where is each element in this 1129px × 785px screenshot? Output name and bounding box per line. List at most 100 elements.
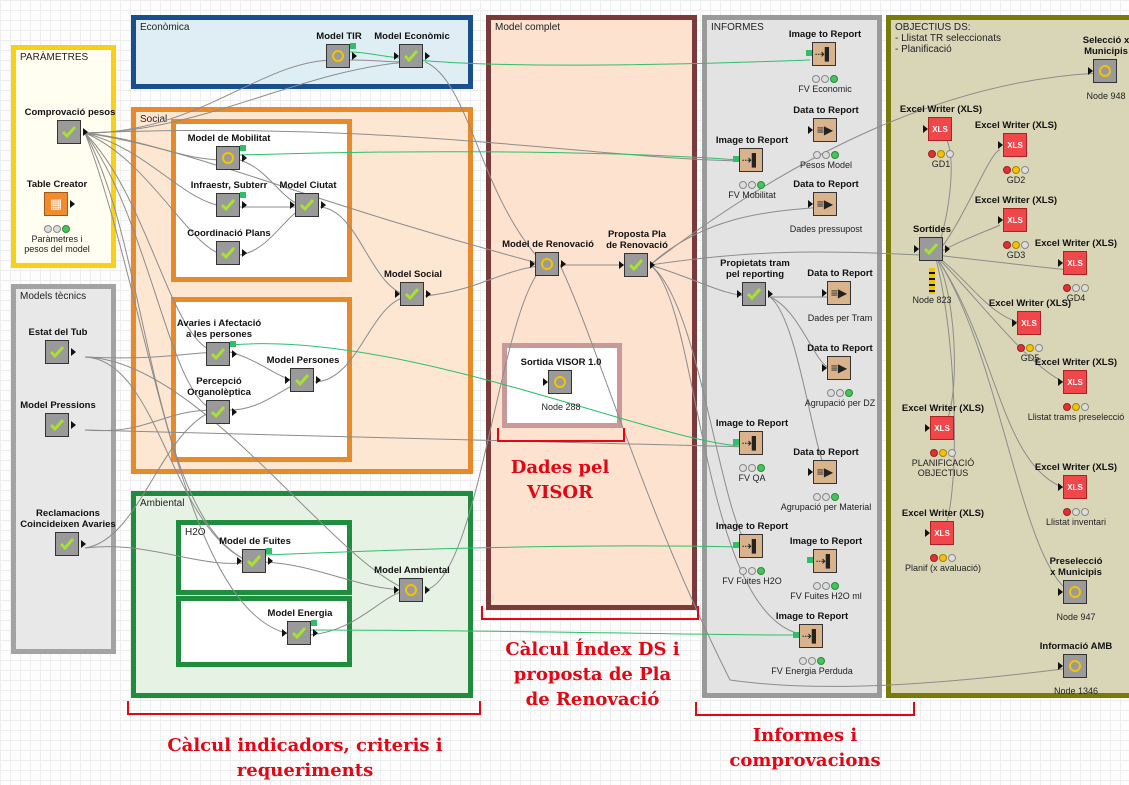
node-excel-planificacio[interactable]: Excel Writer (XLS) XLS PLANIFICACIÓ OBJE…	[883, 403, 1003, 478]
node-annotation: GD1	[931, 159, 951, 169]
node-model-economic[interactable]: Model Econòmic	[352, 31, 472, 75]
component-icon[interactable]	[1063, 580, 1087, 604]
metanode-icon[interactable]	[624, 253, 648, 277]
excel-writer-icon[interactable]: XLS	[930, 521, 954, 545]
node-label: Image to Report	[715, 418, 789, 429]
node-image-fv-economic[interactable]: Image to Report ⇢▌ FV Economic	[765, 29, 885, 94]
node-infraestr[interactable]: Infraestr, Subterr	[169, 180, 289, 224]
node-model-ciutat[interactable]: Model Ciutat	[248, 180, 368, 224]
excel-writer-icon[interactable]: XLS	[1003, 133, 1027, 157]
metanode-icon[interactable]	[919, 237, 943, 261]
node-model-pressions[interactable]: Model Pressions	[0, 400, 118, 444]
node-model-mobilitat[interactable]: Model de Mobilitat	[169, 133, 289, 177]
node-excel-preseleccio[interactable]: Excel Writer (XLS) XLS Llistat trams pre…	[1016, 357, 1129, 422]
report-icon[interactable]: ≡▶	[813, 118, 837, 142]
metanode-icon[interactable]	[742, 282, 766, 306]
metanode-icon[interactable]	[206, 400, 230, 424]
node-sortides[interactable]: Sortides Node 823	[872, 224, 992, 305]
component-icon[interactable]	[216, 146, 240, 170]
node-annotation: Node 823	[912, 295, 952, 305]
node-reclamacions[interactable]: Reclamacions Coincideixen Avaries	[8, 508, 128, 563]
component-icon[interactable]	[548, 370, 572, 394]
node-proposta-pla[interactable]: Proposta Pla de Renovació	[577, 229, 697, 284]
node-data-material[interactable]: Data to Report ≡▶ Agrupació per Material	[766, 447, 886, 512]
component-icon[interactable]	[326, 44, 350, 68]
node-image-fuites-ml[interactable]: Image to Report ⇢▌ FV Fuites H2O ml	[766, 536, 886, 601]
excel-writer-icon[interactable]: XLS	[928, 117, 952, 141]
excel-writer-icon[interactable]: XLS	[1063, 370, 1087, 394]
component-icon[interactable]	[535, 252, 559, 276]
node-model-renovacio[interactable]: Model de Renovació	[488, 239, 608, 283]
node-table-creator[interactable]: Table Creator ▦ Paràmetres i pesos del m…	[0, 179, 117, 254]
metanode-icon[interactable]	[242, 549, 266, 573]
node-propietats-tram[interactable]: Propietats tram pel reporting	[695, 258, 815, 313]
component-icon[interactable]	[1063, 654, 1087, 678]
excel-writer-icon[interactable]: XLS	[1017, 311, 1041, 335]
metanode-icon[interactable]	[295, 193, 319, 217]
node-estat-tub[interactable]: Estat del Tub	[0, 327, 118, 371]
node-annotation: GD3	[1006, 250, 1026, 260]
node-image-fv-mobilitat[interactable]: Image to Report ⇢▌ FV Mobilitat	[692, 135, 812, 200]
node-model-energia[interactable]: Model Energia	[240, 608, 360, 652]
metanode-icon[interactable]	[55, 532, 79, 556]
metanode-icon[interactable]	[400, 282, 424, 306]
node-excel-planif-avaluacio[interactable]: Excel Writer (XLS) XLS Planif (x avaluac…	[883, 508, 1003, 573]
component-icon[interactable]	[1093, 59, 1117, 83]
node-avaries[interactable]: Avaries i Afectació a les persones	[159, 318, 279, 373]
node-excel-gd5[interactable]: Excel Writer (XLS) XLS GD5	[970, 298, 1090, 363]
node-image-fuites-h2o[interactable]: Image to Report ⇢▌ FV Fuites H2O	[692, 521, 812, 586]
node-informacio-amb[interactable]: Informació AMB Node 1346	[1016, 641, 1129, 696]
node-data-tram[interactable]: Data to Report ≡▶ Dades per Tram	[780, 268, 900, 323]
metanode-icon[interactable]	[216, 193, 240, 217]
node-data-pressupost[interactable]: Data to Report ≡▶ Dades pressupost	[766, 179, 886, 234]
report-icon[interactable]: ⇢▌	[799, 624, 823, 648]
excel-writer-icon[interactable]: XLS	[1063, 475, 1087, 499]
node-annotation: GD5	[1020, 353, 1040, 363]
report-icon[interactable]: ≡▶	[813, 192, 837, 216]
node-excel-gd1[interactable]: Excel Writer (XLS) XLS GD1	[881, 104, 1001, 169]
metanode-icon[interactable]	[287, 621, 311, 645]
report-icon[interactable]: ⇢▌	[812, 42, 836, 66]
node-excel-inventari[interactable]: Excel Writer (XLS) XLS Llistat inventari	[1016, 462, 1129, 527]
report-icon[interactable]: ⇢▌	[813, 549, 837, 573]
excel-writer-icon[interactable]: XLS	[1003, 208, 1027, 232]
node-image-energia[interactable]: Image to Report ⇢▌ FV Energia Perduda	[752, 611, 872, 676]
node-annotation: Paràmetres i pesos del model	[24, 234, 90, 254]
metanode-icon[interactable]	[45, 340, 69, 364]
node-data-dz[interactable]: Data to Report ≡▶ Agrupació per DZ	[780, 343, 900, 408]
node-model-social[interactable]: Model Social	[353, 269, 473, 313]
node-excel-gd4[interactable]: Excel Writer (XLS) XLS GD4	[1016, 238, 1129, 303]
node-model-ambiental[interactable]: Model Ambiental	[352, 565, 472, 609]
report-icon[interactable]: ≡▶	[827, 356, 851, 380]
node-preseleccio-municipis[interactable]: Preselecció x Municipis Node 947	[1016, 556, 1129, 622]
metanode-icon[interactable]	[45, 413, 69, 437]
report-icon[interactable]: ⇢▌	[739, 534, 763, 558]
node-label: Proposta Pla de Renovació	[606, 229, 668, 251]
node-coordinacio[interactable]: Coordinació Plans	[169, 228, 289, 272]
node-model-fuites[interactable]: Model de Fuites	[195, 536, 315, 580]
table-creator-icon[interactable]: ▦	[44, 192, 68, 216]
metanode-icon[interactable]	[399, 44, 423, 68]
node-image-fv-qa[interactable]: Image to Report ⇢▌ FV QA	[692, 418, 812, 483]
node-model-tir[interactable]: Model TIR	[279, 31, 399, 75]
report-icon[interactable]: ≡▶	[813, 460, 837, 484]
node-excel-gd3[interactable]: Excel Writer (XLS) XLS GD3	[956, 195, 1076, 260]
node-sortida-visor[interactable]: Sortida VISOR 1.0 Node 288	[501, 357, 621, 412]
component-icon[interactable]	[399, 578, 423, 602]
excel-writer-icon[interactable]: XLS	[930, 416, 954, 440]
node-excel-gd2[interactable]: Excel Writer (XLS) XLS GD2	[956, 120, 1076, 185]
report-icon[interactable]: ⇢▌	[739, 431, 763, 455]
node-percepcio[interactable]: Percepció Organolèptica	[159, 376, 279, 431]
node-seleccio-municipis[interactable]: Selecció x Municipis Node 948	[1046, 35, 1129, 101]
node-comprovacio-pesos[interactable]: Comprovació pesos	[10, 107, 130, 151]
metanode-icon[interactable]	[57, 120, 81, 144]
metanode-icon[interactable]	[290, 368, 314, 392]
metanode-icon[interactable]	[206, 342, 230, 366]
report-icon[interactable]: ≡▶	[827, 281, 851, 305]
excel-writer-icon[interactable]: XLS	[1063, 251, 1087, 275]
node-data-pesos[interactable]: Data to Report ≡▶ Pesos Model	[766, 105, 886, 170]
node-model-persones[interactable]: Model Persones	[243, 355, 363, 399]
report-icon[interactable]: ⇢▌	[739, 148, 763, 172]
metanode-icon[interactable]	[216, 241, 240, 265]
